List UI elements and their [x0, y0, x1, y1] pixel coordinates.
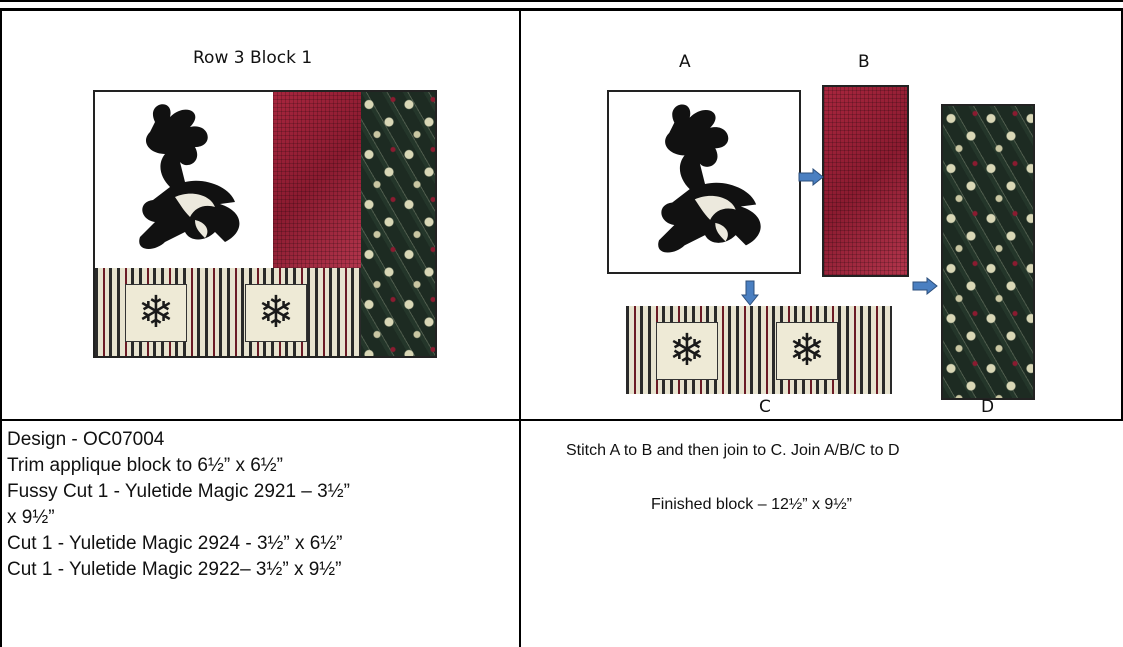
- snowflake-icon: ❄: [138, 291, 175, 335]
- cutting-instructions: Design - OC07004 Trim applique block to …: [7, 427, 350, 583]
- table-top-border: [0, 8, 1123, 11]
- snowflake-icon: ❄: [789, 329, 826, 373]
- snowflake-stripe-fabric: ❄ ❄: [95, 268, 361, 356]
- top-rule: [0, 0, 1123, 2]
- piece-b-red-fabric: [822, 85, 909, 277]
- instruction-line: Cut 1 - Yuletide Magic 2922– 3½” x 9½”: [7, 557, 350, 583]
- label-c: C: [759, 397, 771, 417]
- instruction-line: Fussy Cut 1 - Yuletide Magic 2921 – 3½”: [7, 479, 350, 505]
- snowflake-panel: ❄: [656, 322, 718, 380]
- instruction-line: x 9½”: [7, 505, 350, 531]
- reindeer-applique-icon: [95, 92, 273, 268]
- label-b: B: [858, 52, 870, 72]
- arrow-right-icon: [912, 277, 938, 295]
- green-holly-fabric-strip: [361, 92, 435, 356]
- stitch-instructions: Stitch A to B and then join to C. Join A…: [566, 442, 900, 460]
- snowflake-icon: ❄: [669, 329, 706, 373]
- snowflake-panel: ❄: [125, 284, 187, 342]
- table-left-border: [0, 8, 2, 647]
- instruction-line: Cut 1 - Yuletide Magic 2924 - 3½” x 6½”: [7, 531, 350, 557]
- finished-block-image: ❄ ❄: [93, 90, 437, 358]
- snowflake-panel: ❄: [245, 284, 307, 342]
- piece-c-snowflake-fabric: ❄ ❄: [626, 306, 892, 394]
- finished-size: Finished block – 12½” x 9½”: [651, 496, 852, 514]
- piece-d-green-fabric: [941, 104, 1035, 400]
- piece-a-applique: [607, 90, 801, 274]
- snowflake-panel: ❄: [776, 322, 838, 380]
- block-title: Row 3 Block 1: [193, 48, 312, 68]
- red-fabric-strip: [273, 92, 361, 268]
- applique-panel: [95, 92, 273, 268]
- arrow-down-icon: [741, 280, 759, 306]
- reindeer-applique-icon: [609, 92, 799, 272]
- table-center-divider: [519, 8, 521, 647]
- table-row-divider: [0, 419, 1123, 421]
- snowflake-icon: ❄: [258, 291, 295, 335]
- label-d: D: [981, 397, 994, 417]
- instruction-line: Trim applique block to 6½” x 6½”: [7, 453, 350, 479]
- arrow-right-icon: [798, 168, 824, 186]
- instruction-line: Design - OC07004: [7, 427, 350, 453]
- label-a: A: [679, 52, 691, 72]
